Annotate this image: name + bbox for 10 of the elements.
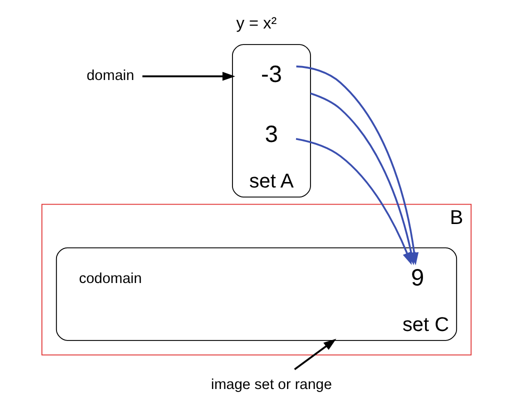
node-text: 9 — [411, 264, 424, 290]
node-label: codomain — [78, 271, 142, 288]
arrow — [294, 338, 336, 370]
node-text: image set or range — [211, 377, 332, 394]
node-text: 3 — [264, 120, 278, 147]
arrow — [142, 72, 236, 81]
arrow — [296, 138, 412, 266]
node-text: domain — [86, 68, 134, 84]
diagram-title: y = x² — [236, 14, 277, 33]
node-text: -3 — [260, 61, 282, 88]
